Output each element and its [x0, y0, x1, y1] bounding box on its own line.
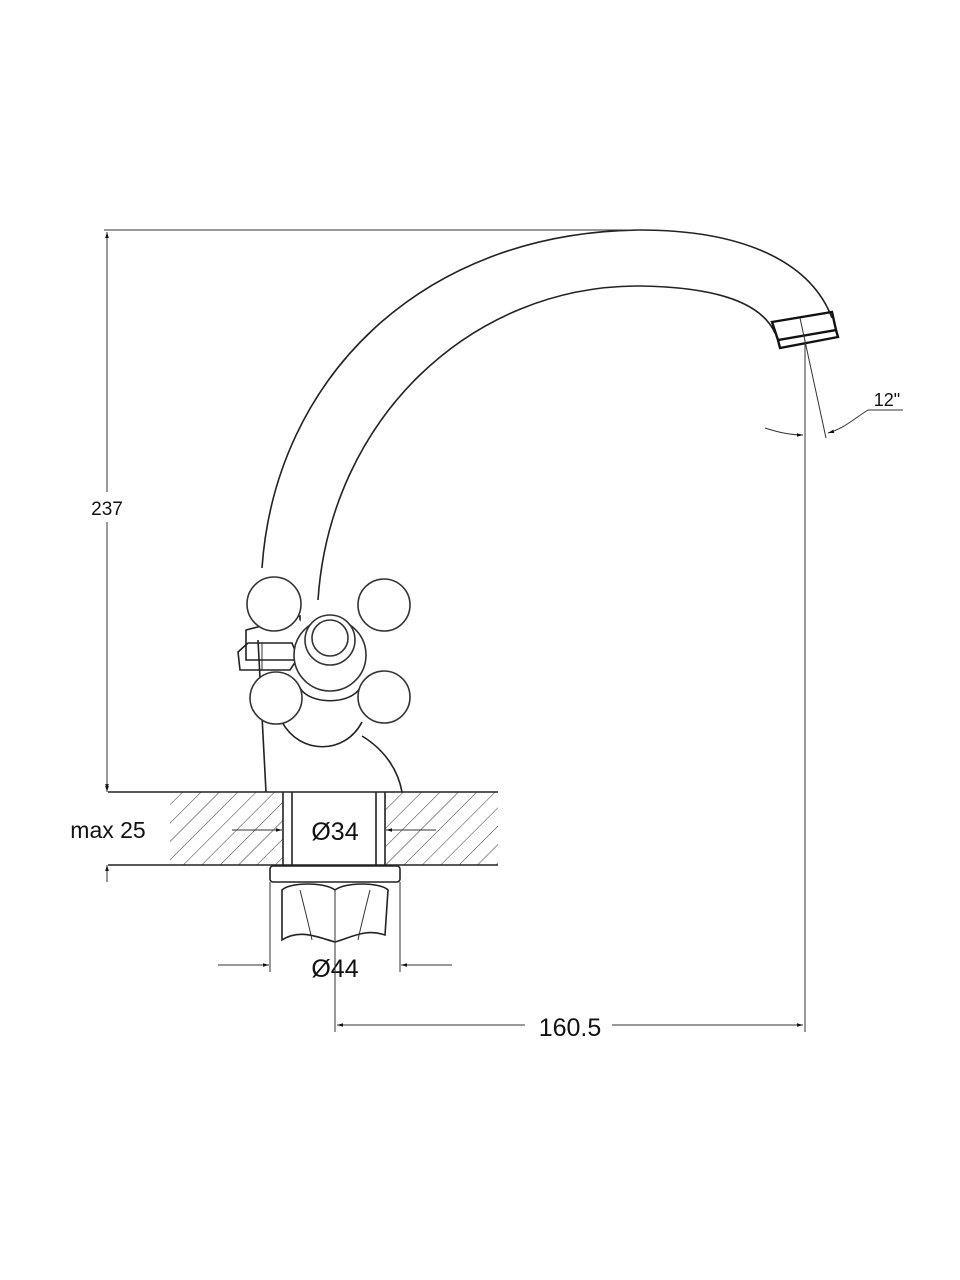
hole-diameter-label: Ø34 [311, 818, 358, 846]
spout [261, 229, 840, 601]
handle-ball [249, 671, 303, 725]
handle-ball [246, 576, 302, 632]
angle-label: 12" [874, 390, 900, 410]
mounting-nut [269, 865, 401, 943]
cross-handle [246, 576, 411, 725]
dimension-counter: max 25 [70, 775, 146, 882]
dimension-height: 237 [91, 229, 640, 790]
dimension-angle: 12" [764, 317, 903, 439]
height-label: 237 [91, 499, 123, 520]
countertop-section [108, 791, 498, 866]
counter-thickness-label: max 25 [70, 817, 145, 843]
handle-ball [357, 578, 411, 632]
dimension-reach: 160.5 [334, 340, 806, 1042]
dimension-hole: Ø34 [232, 818, 436, 846]
reach-label: 160.5 [539, 1014, 602, 1042]
handle-ball [357, 670, 411, 724]
